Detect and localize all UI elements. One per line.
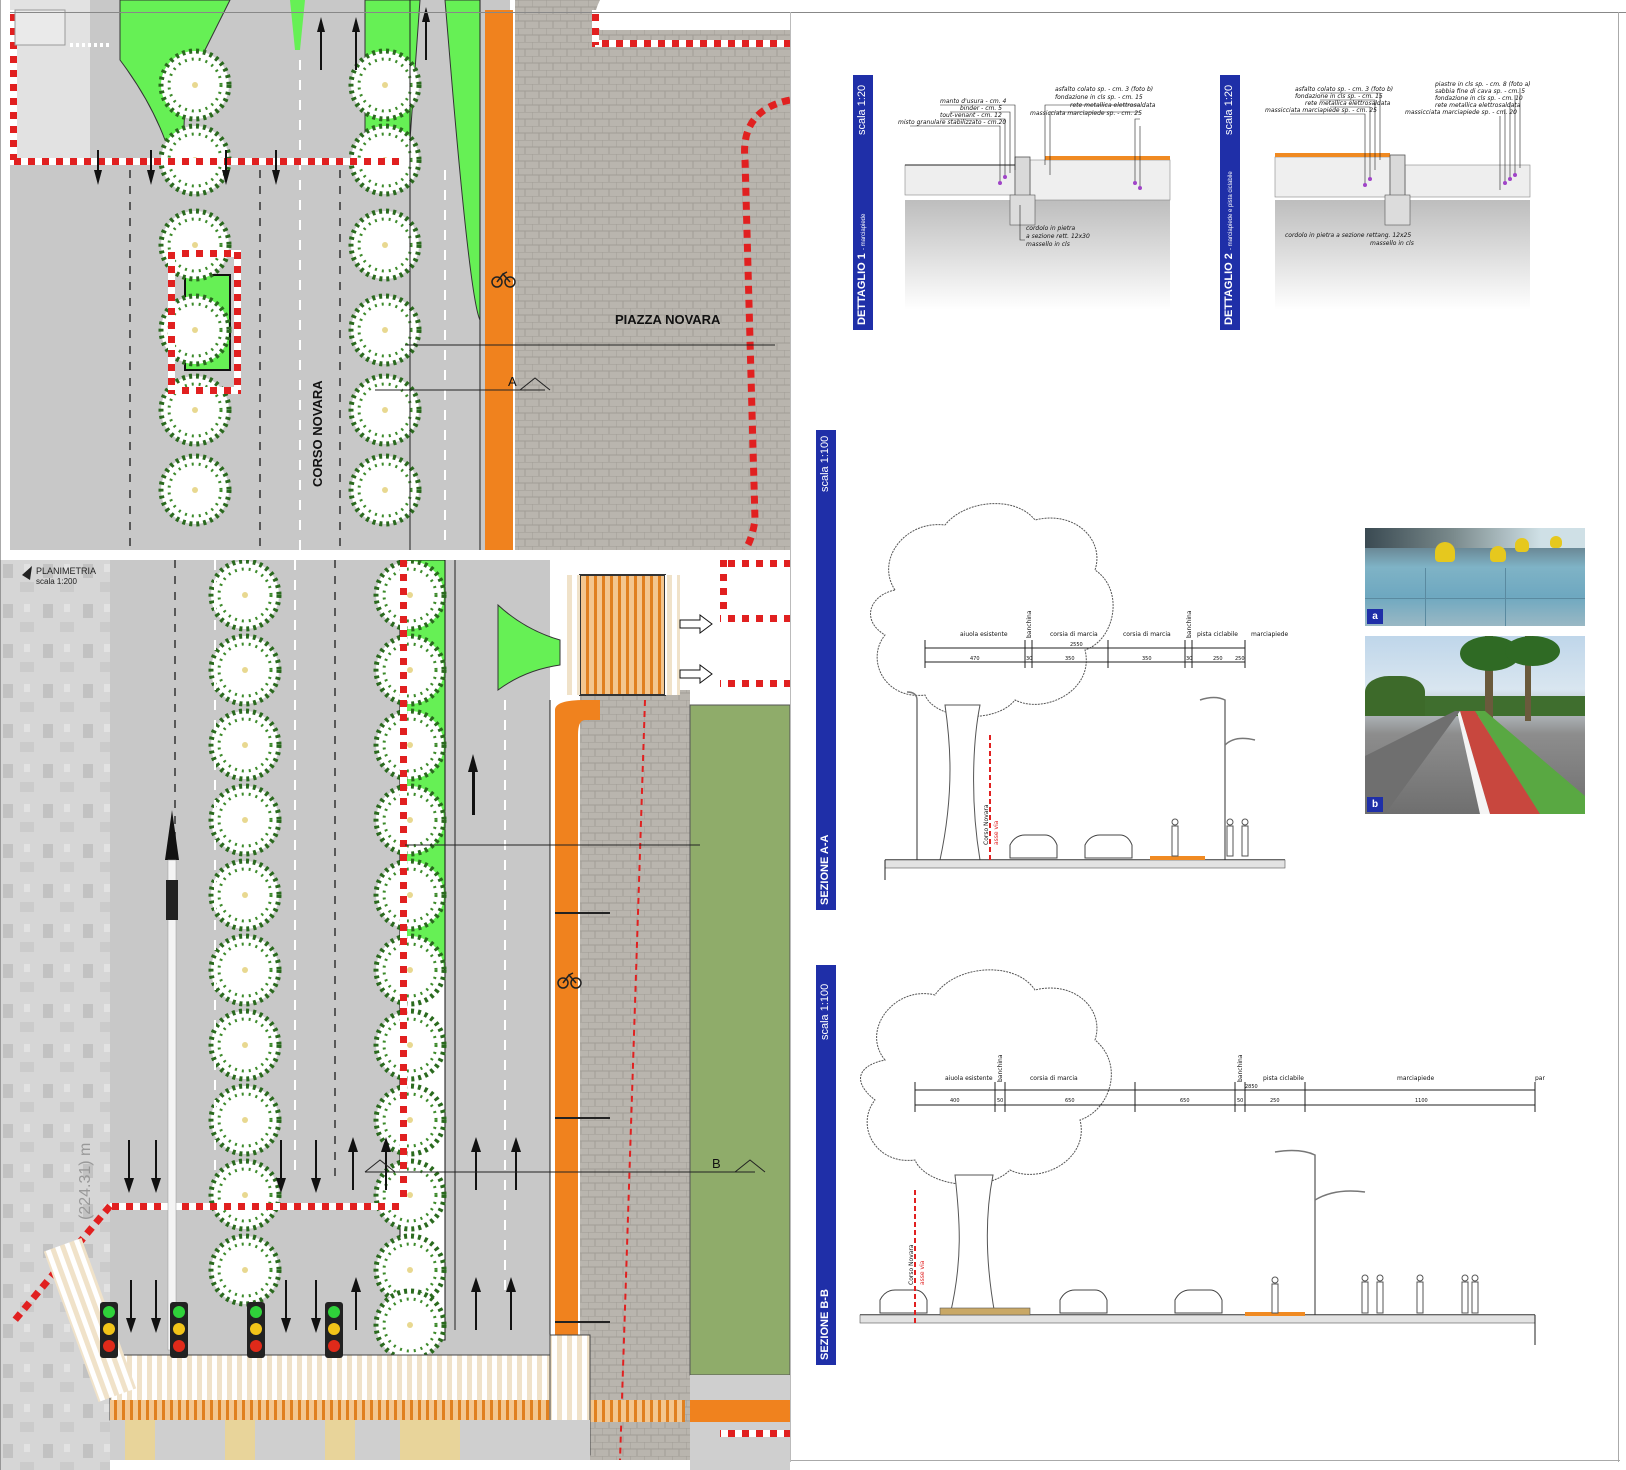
sectionA-seg-2: corsia di marcia [1050,631,1098,638]
plan-panel: PLANIMETRIA scala 1:200 CORSO NOVARA PIA… [0,0,790,1470]
sectionA-dim-4: 30 [1186,656,1192,662]
d1-label-bottom-1: a sezione rett. 12x30 [1026,233,1090,240]
frame-right [1618,12,1619,1462]
sectionB-seg-5: marciapiede [1397,1075,1434,1082]
sectionB-seg-0: aiuola esistente [945,1075,993,1082]
sectionB-title: SEZIONE B-B [819,1289,831,1360]
section-marker-a: A [508,374,517,389]
sectionB-dim-0: 400 [950,1098,960,1104]
sectionB-scale: scala 1:100 [819,983,831,1040]
frame-divider [790,12,791,1462]
d2-label-right-1: sabbia fine di cava sp. - cm. 5 [1435,88,1525,95]
sectionB-axis-sub: asse via [919,1260,926,1285]
d1-label-right-1: fondazione in cls sp. - cm. 15 [1055,94,1143,101]
detail2-drawing: asfalto colato sp. - cm. 3 (foto b) fond… [1265,81,1531,310]
sectionA-drawing: aiuola esistente banchina corsia di marc… [870,503,1288,880]
sectionA-seg-1: banchina [1026,610,1033,638]
sectionA-dim-0: 470 [970,656,980,662]
photo-a: a [1365,528,1585,626]
detail1-scale: scala 1:20 [856,84,868,135]
detail1-scale-bar: DETTAGLIO 1 - marciapiede scala 1:20 [853,75,873,330]
sectionB-seg-6: parco [1535,1075,1545,1082]
sectionA-seg-0: aiuola esistente [960,631,1008,638]
cycle-crossing [110,1400,590,1422]
sectionA-seg-3: corsia di marcia [1123,631,1171,638]
d2-label-bottom-1: massello in cls [1370,240,1414,247]
d2-label-left-1: fondazione in cls sp. - cm. 15 [1295,93,1383,100]
sectionB-dim-6: 1100 [1415,1098,1428,1104]
d2-label-right-3: rete metallica elettrosaldata [1435,102,1521,109]
sectionA-seg-5: pista ciclabile [1197,631,1238,638]
sectionB-dim-5: 250 [1270,1098,1280,1104]
photo-b-label: b [1367,797,1383,812]
d1-label-left-0: manto d'usura - cm. 4 [940,98,1007,105]
bicycle-icon [491,271,582,989]
sectionA-dim-3: 350 [1142,656,1152,662]
elevation-note: (224.31) m [77,1143,94,1220]
sectionA-dim-2: 350 [1065,656,1075,662]
sectionA-total: 2550 [1070,642,1083,648]
d1-label-right-2: rete metallica elettrosaldata [1070,102,1156,109]
detail2-scale-bar: DETTAGLIO 2 - marciapiede e pista ciclab… [1220,75,1240,330]
sectionB-total: 2850 [1245,1084,1258,1090]
detail1-title: DETTAGLIO 1 [856,253,868,325]
detail1-subtitle: - marciapiede [861,213,867,251]
detail2-subtitle: - marciapiede e pista ciclabile [1228,171,1234,251]
d2-label-right-2: fondazione in cls sp. - cm. 10 [1435,95,1523,102]
sectionA-axis-sub: asse via [993,820,1000,845]
sectionB-seg-2: corsia di marcia [1030,1075,1078,1082]
d2-label-right-0: piastre in cls sp. - cm. 8 (foto a) [1434,81,1531,88]
sectionB-seg-1: banchina [997,1054,1004,1082]
d2-label-left-2: rete metallica elettrosaldata [1305,100,1391,107]
detail2-title: DETTAGLIO 2 [1223,253,1235,325]
frame-top [10,12,1626,13]
sectionA-scale-bar: SEZIONE A-A scala 1:100 [816,430,836,910]
sectionB-seg-4: pista ciclabile [1263,1075,1304,1082]
plan-scale: scala 1:200 [36,577,77,586]
section-marker-b: B [712,1156,721,1171]
square-label: PIAZZA NOVARA [615,312,721,327]
sectionA-seg-4: banchina [1186,610,1193,638]
sectionA-axis: Corso Novara [983,804,990,845]
sectionB-drawing: aiuola esistente banchina corsia di marc… [859,969,1545,1345]
raised-crossing-top [579,574,666,696]
plan-drawing: PLANIMETRIA scala 1:200 CORSO NOVARA PIA… [0,0,790,1470]
d2-label-left-3: massicciata marciapiede sp. - cm. 25 [1265,107,1377,114]
d1-label-bottom-0: cordolo in pietra [1026,225,1076,232]
d1-label-right-0: asfalto colato sp. - cm. 3 (foto b) [1055,86,1153,93]
sectionB-scale-bar: SEZIONE B-B scala 1:100 [816,965,836,1365]
d1-label-left-1: binder - cm. 5 [960,105,1002,112]
sectionB-dim-4: 50 [1237,1098,1243,1104]
street-label: CORSO NOVARA [310,380,325,487]
photo-b: b [1365,636,1585,814]
photo-a-label: a [1367,609,1383,624]
detail2-scale: scala 1:20 [1223,84,1235,135]
d2-label-left-0: asfalto colato sp. - cm. 3 (foto b) [1295,86,1393,93]
plan-title: PLANIMETRIA [36,566,96,576]
traffic-lights [100,1302,343,1358]
d1-label-right-3: massicciata marciapiede sp. - cm. 25 [1030,110,1142,117]
sectionA-dim-6: 250 [1235,656,1245,662]
detail1-drawing: manto d'usura - cm. 4 binder - cm. 5 tou… [898,86,1171,310]
sectionB-seg-3: banchina [1237,1054,1244,1082]
sectionA-scale: scala 1:100 [819,435,831,492]
sectionA-title: SEZIONE A-A [819,834,831,906]
sectionB-dim-1: 50 [997,1098,1003,1104]
sectionA-seg-6: marciapiede [1251,631,1288,638]
sectionB-axis: Corso Novara [908,1244,915,1285]
sectionA-dim-1: 30 [1026,656,1032,662]
sectionB-dim-2: 650 [1065,1098,1075,1104]
sectionB-dim-3: 650 [1180,1098,1190,1104]
d1-label-left-3: misto granulare stabilizzato - cm.20 [898,119,1006,126]
sectionA-dim-5: 250 [1213,656,1223,662]
frame-bottom [790,1460,1620,1461]
d1-label-bottom-2: massello in cls [1026,241,1070,248]
d2-label-right-4: massicciata marciapiede sp. - cm. 20 [1405,109,1517,116]
d1-label-left-2: tout-venant - cm. 12 [940,112,1002,119]
d2-label-bottom-0: cordolo in pietra a sezione rettang. 12x… [1285,232,1411,239]
